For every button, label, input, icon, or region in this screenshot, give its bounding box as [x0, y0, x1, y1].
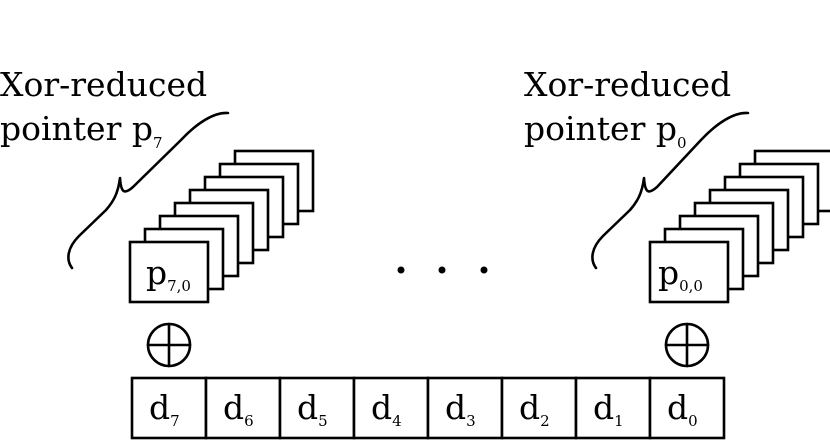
right-label-line2: pointer p0: [524, 109, 687, 152]
data-row: d7 d6 d5 d4 d3 d2 d1 d0: [130, 376, 726, 440]
ellipsis-dot-3: [480, 266, 488, 274]
data-cell-label-7: d0: [667, 388, 698, 430]
data-cell-6: [574, 376, 652, 440]
left-front-card-label: p7,0: [146, 253, 191, 295]
data-cell-4: [426, 376, 504, 440]
right-label-line1: Xor-reduced: [524, 65, 731, 104]
left-label-line1: Xor-reduced: [0, 65, 207, 104]
left-label-line2: pointer p7: [0, 109, 163, 152]
data-cell-1: [204, 376, 282, 440]
right-pointer-stack: [663, 149, 830, 291]
data-cell-label-1: d6: [223, 388, 254, 430]
data-cell-label-5: d2: [519, 388, 550, 430]
left-front-card: p7,0: [128, 240, 210, 304]
left-xor-icon: [146, 322, 192, 368]
data-cell-7: [648, 376, 726, 440]
data-cell-label-4: d3: [445, 388, 476, 430]
right-xor-icon: [664, 322, 710, 368]
right-front-card-label: p0,0: [658, 253, 703, 295]
data-cell-label-3: d4: [371, 388, 402, 430]
ellipsis-dot-2: [438, 266, 446, 274]
data-cell-3: [352, 376, 430, 440]
ellipsis-dot-1: [397, 266, 405, 274]
data-cell-label-6: d1: [593, 388, 624, 430]
data-cell-label-0: d7: [149, 388, 180, 430]
right-brace: [591, 111, 750, 270]
data-cell-0: [130, 376, 208, 440]
left-brace: [67, 111, 230, 270]
right-front-card: p0,0: [648, 240, 730, 304]
data-cell-label-2: d5: [297, 388, 328, 430]
